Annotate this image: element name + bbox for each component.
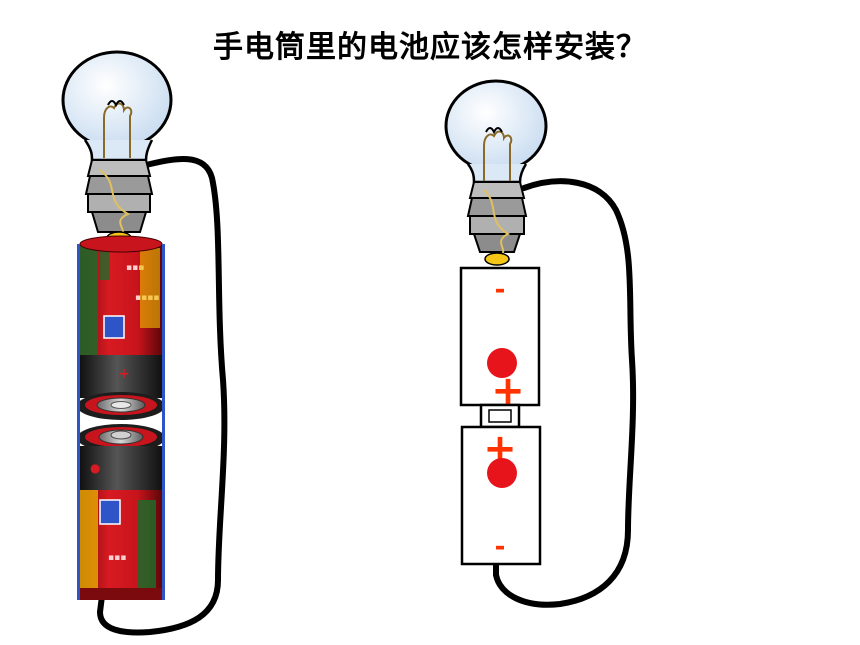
cell-top-negative-sign: -	[495, 275, 506, 305]
cell-top-terminal-dot	[487, 348, 517, 378]
svg-text:●: ●	[90, 461, 100, 475]
left-wire	[97, 156, 228, 636]
left-lower-battery: ● ▪▪▪	[77, 244, 165, 600]
svg-text:▪▪▪: ▪▪▪	[126, 263, 144, 273]
schematic-cell-top: - +	[459, 266, 541, 414]
right-assembly: - + + -	[444, 79, 637, 608]
schematic-cell-bottom: + -	[460, 425, 542, 566]
slide-title: 手电筒里的电池应该怎样安装？	[213, 30, 647, 65]
left-upper-battery: ▪▪▪ ▪▪▪▪ +	[77, 235, 165, 420]
svg-text:+: +	[118, 366, 130, 382]
cell-bottom-terminal-dot	[487, 458, 517, 488]
left-bulb-icon	[61, 50, 173, 245]
svg-text:▪▪▪: ▪▪▪	[108, 553, 126, 563]
right-bulb-icon	[444, 79, 548, 266]
right-wire	[493, 178, 637, 608]
cell-bottom-negative-sign: -	[495, 532, 506, 562]
left-assembly: ▪▪▪ ▪▪▪▪ + ●	[61, 50, 228, 636]
